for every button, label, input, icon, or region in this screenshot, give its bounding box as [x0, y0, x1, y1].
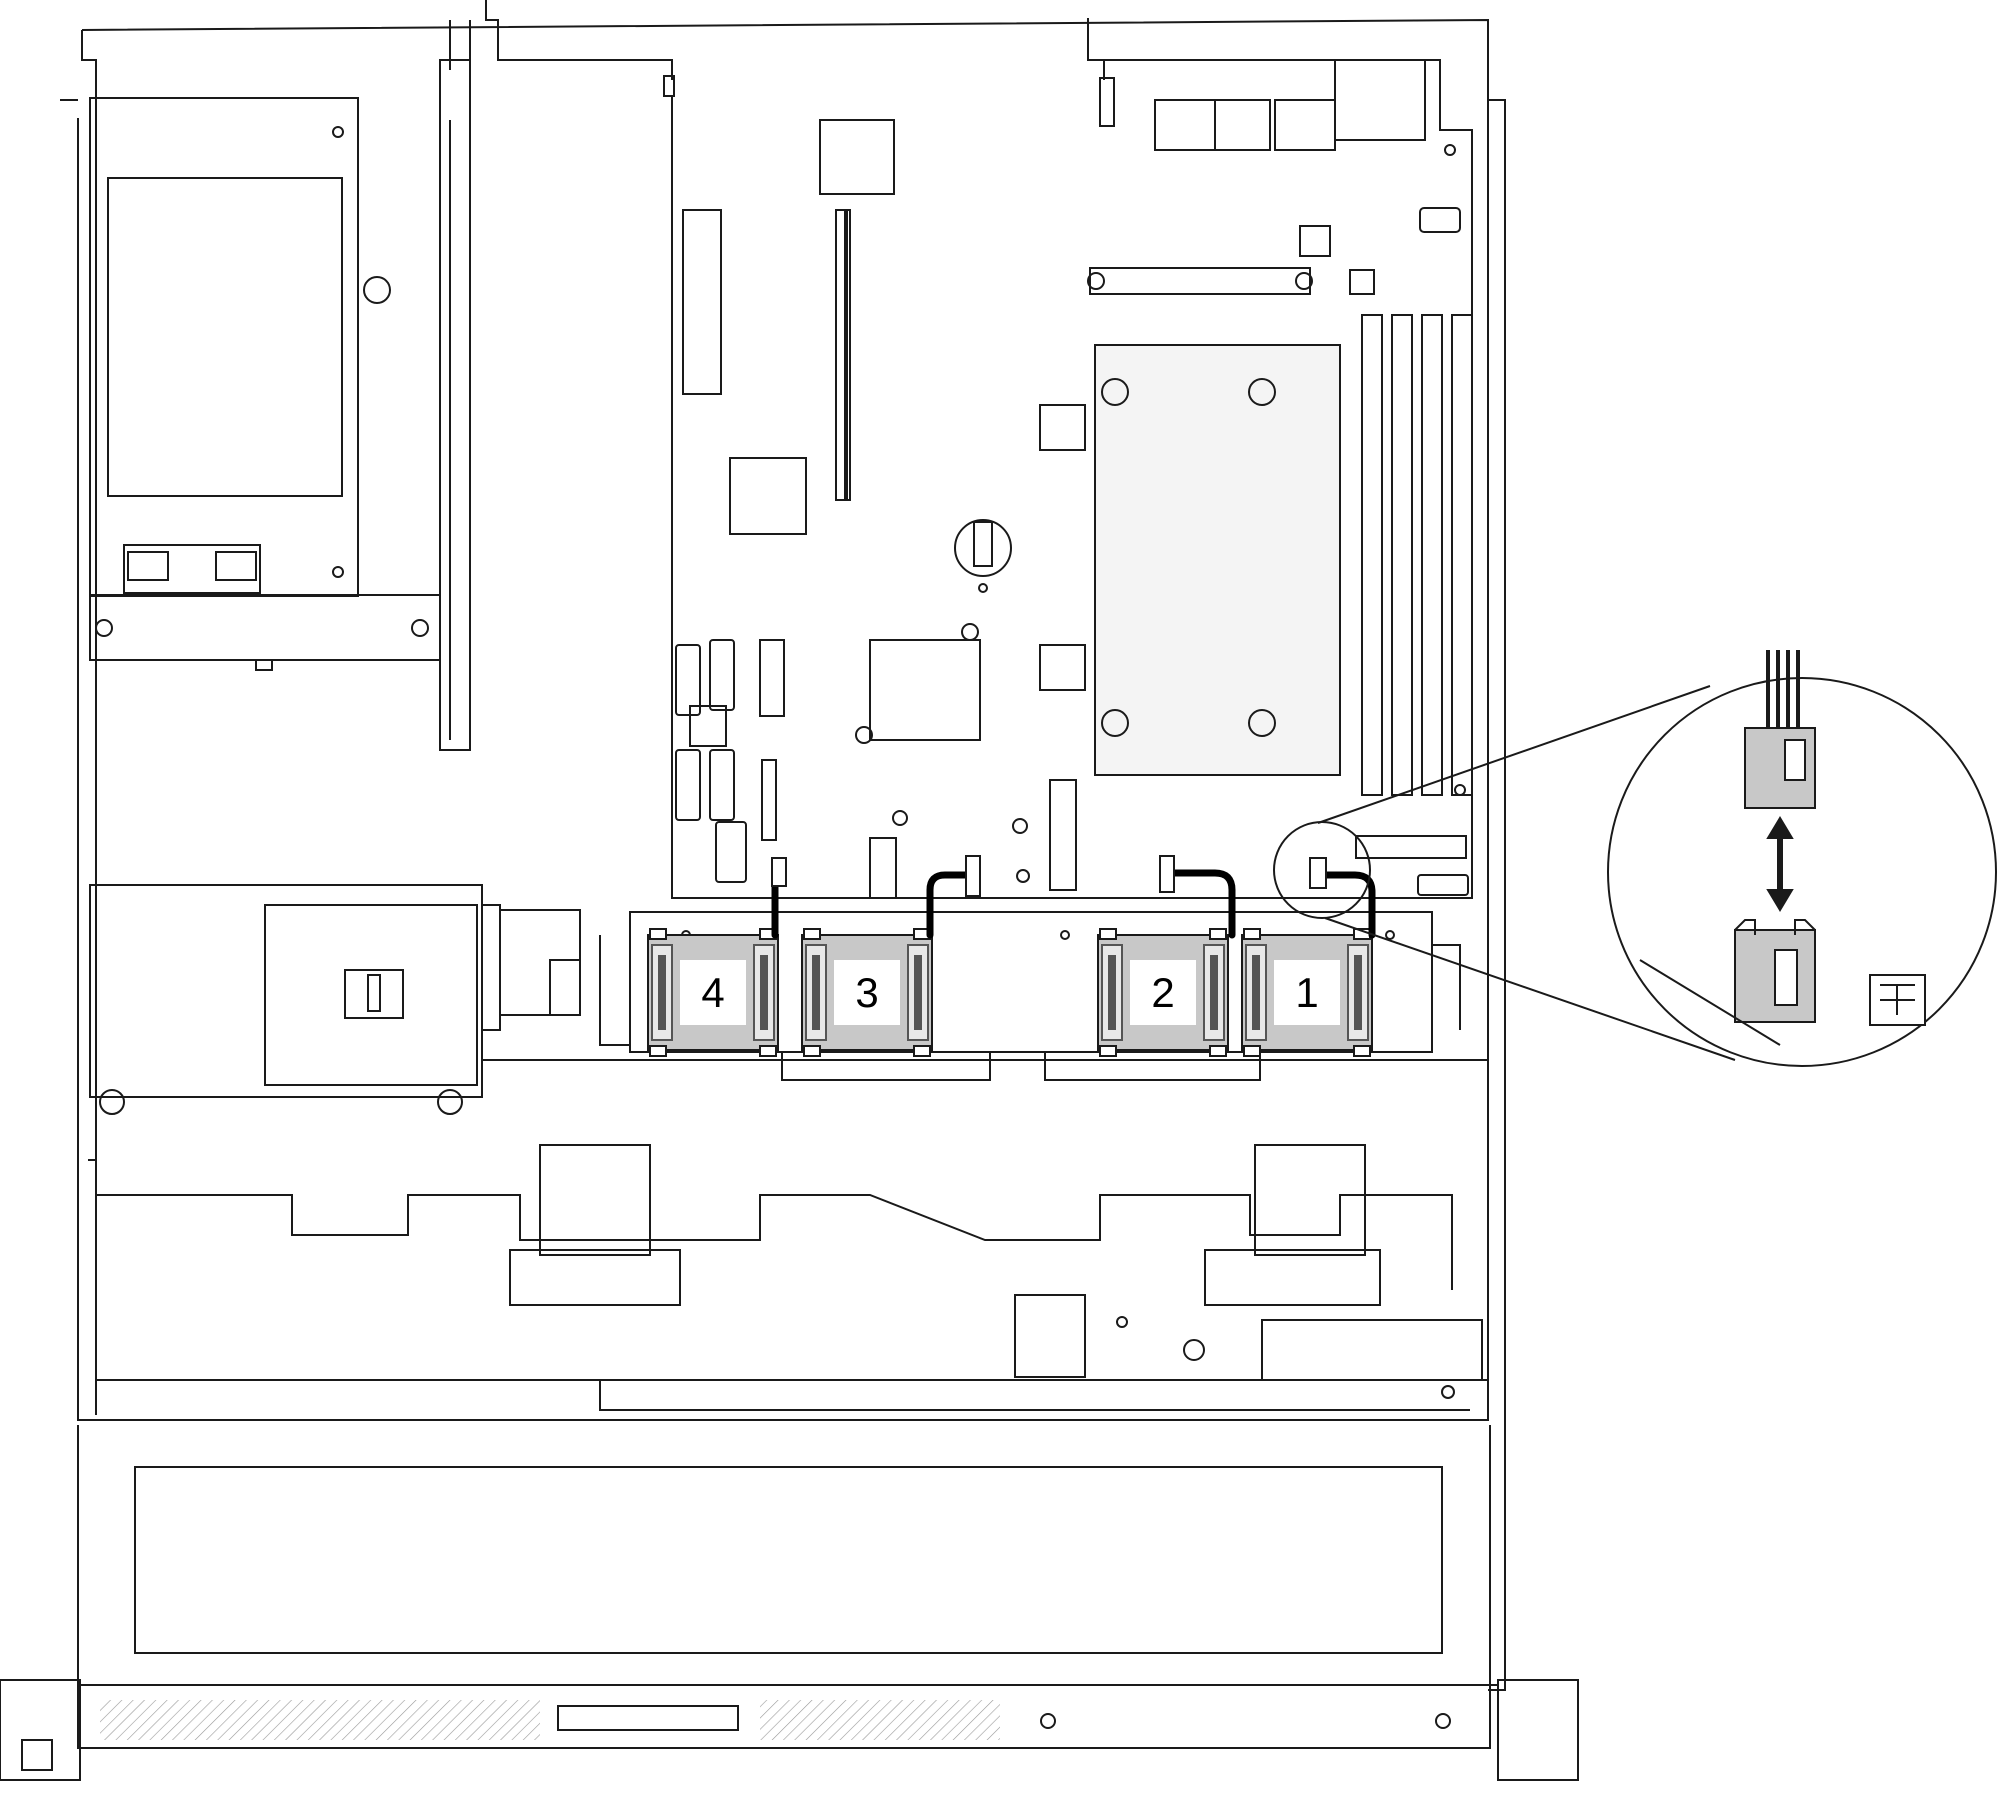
backplane [95, 1130, 1488, 1411]
battery-module [89, 884, 1488, 1115]
connector-callout [1273, 650, 1997, 1067]
fan-connectors [771, 855, 1327, 897]
front-bezel [0, 1425, 1579, 1781]
front-hatch-right [760, 1700, 1000, 1740]
arrow-down [1766, 889, 1794, 912]
chassis-outline [60, 18, 1506, 1691]
fan-1 [1241, 928, 1373, 1057]
fan-cables [771, 868, 1376, 939]
arrow-up [1766, 816, 1794, 839]
fan-2-cable [1164, 869, 1236, 939]
system-board [671, 59, 1473, 899]
fan-2 [1097, 928, 1229, 1057]
fan-3-cable [926, 871, 976, 939]
fan-cage [599, 911, 1461, 1081]
fan-3-label: 3 [855, 969, 878, 1016]
fan-2-label: 2 [1151, 969, 1174, 1016]
fan-4-label: 4 [701, 969, 724, 1016]
fan-3 [801, 928, 933, 1057]
front-hatch-left [100, 1700, 540, 1740]
fans-layer [647, 928, 1373, 1057]
callout-magnified-circle [1607, 677, 1997, 1067]
power-supply [89, 97, 441, 671]
fan-1-cable [1321, 871, 1376, 939]
fan-1-label: 1 [1295, 969, 1318, 1016]
fan-4 [647, 928, 779, 1057]
heatsink [1094, 344, 1341, 776]
pcie-riser [439, 0, 1115, 751]
